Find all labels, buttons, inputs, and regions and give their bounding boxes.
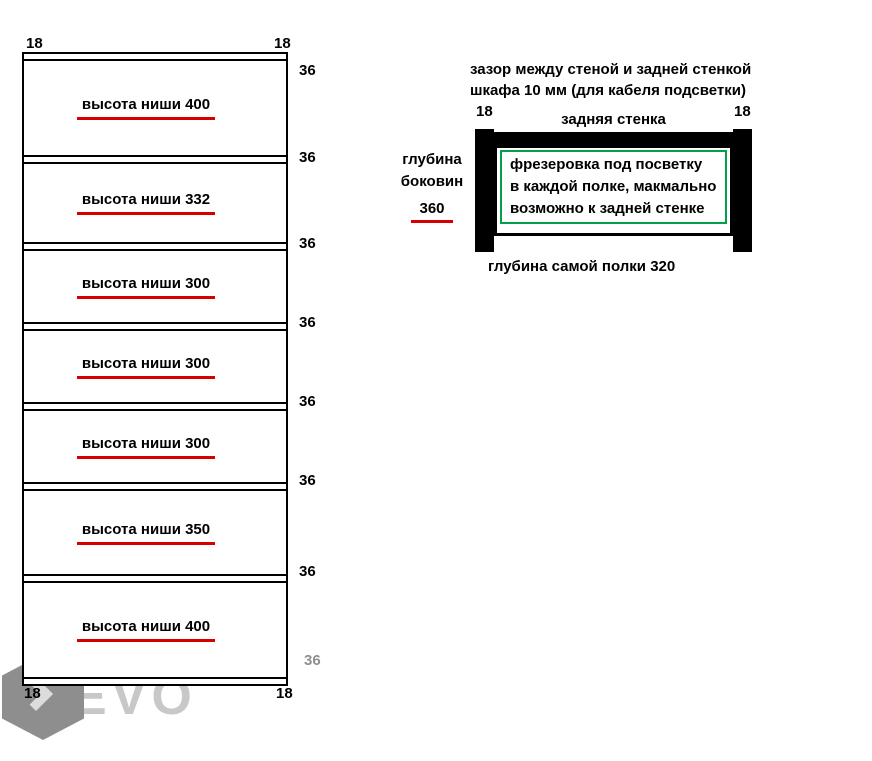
milling-note-line1: фрезеровка под посветку: [510, 156, 703, 173]
niche: высота ниши 400: [24, 61, 286, 155]
panel-thickness-label: 36: [299, 235, 316, 252]
niche-height-label: высота ниши 300: [76, 275, 216, 299]
side-depth-label-line1: глубина: [402, 151, 462, 168]
right-side-panel-thickness-label: 18: [734, 103, 751, 120]
niche-height-label: высота ниши 332: [76, 191, 216, 215]
niche: высота ниши 400: [24, 583, 286, 677]
niche-height-label: высота ниши 400: [76, 618, 216, 642]
side-thickness-bottom-left: 18: [24, 685, 41, 702]
side-thickness-top-right: 18: [274, 35, 291, 52]
shelf-depth-label: глубина самой полки 320: [488, 258, 676, 275]
side-depth-value-wrap: 360: [396, 201, 468, 223]
niche: высота ниши 350: [24, 491, 286, 574]
milling-zone: фрезеровка под посветку в каждой полке, …: [500, 150, 727, 224]
horizontal-panel: [24, 482, 286, 491]
panel-thickness-label: 36: [299, 563, 316, 580]
milling-note-line3: возможно к задней стенке: [510, 200, 705, 217]
panel-thickness-labels: 36 36 36 36 36 36 36 36: [299, 52, 343, 696]
side-thickness-top-left: 18: [26, 35, 43, 52]
panel-thickness-label: 36: [299, 393, 316, 410]
horizontal-panel: [24, 52, 286, 61]
gap-note-line2: шкафа 10 мм (для кабеля подсветки): [470, 82, 746, 99]
niche-height-label: высота ниши 300: [76, 435, 216, 459]
side-depth-value: 360: [411, 201, 453, 223]
niche-height-label: высота ниши 400: [76, 96, 216, 120]
panel-thickness-label: 36: [299, 472, 316, 489]
milling-note-line2: в каждой полке, макмально: [510, 178, 717, 195]
right-side-panel: [733, 129, 752, 252]
niche-height-label: высота ниши 300: [76, 355, 216, 379]
gap-note-line1: зазор между стеной и задней стенкой: [470, 61, 752, 78]
horizontal-panel: [24, 242, 286, 251]
niche-height-label: высота ниши 350: [76, 521, 216, 545]
horizontal-panel: [24, 677, 286, 686]
niche: высота ниши 300: [24, 411, 286, 482]
side-thickness-bottom-right: 18: [276, 685, 293, 702]
horizontal-panel: [24, 574, 286, 583]
horizontal-panel: [24, 402, 286, 411]
horizontal-panel: [24, 155, 286, 164]
panel-thickness-label: 36: [299, 62, 316, 79]
niche: высота ниши 300: [24, 331, 286, 402]
niche: высота ниши 300: [24, 251, 286, 322]
left-side-panel: [475, 129, 494, 252]
cabinet-body: высота ниши 400 высота ниши 332 высота ниш…: [22, 52, 288, 686]
panel-thickness-label: 36: [304, 652, 321, 669]
side-depth-label-line2: боковин: [400, 173, 464, 190]
niche: высота ниши 332: [24, 164, 286, 242]
left-side-panel-thickness-label: 18: [476, 103, 493, 120]
panel-thickness-label: 36: [299, 314, 316, 331]
horizontal-panel: [24, 322, 286, 331]
back-panel-label: задняя стенка: [561, 111, 666, 128]
back-panel: [494, 132, 733, 145]
panel-thickness-label: 36: [299, 149, 316, 166]
